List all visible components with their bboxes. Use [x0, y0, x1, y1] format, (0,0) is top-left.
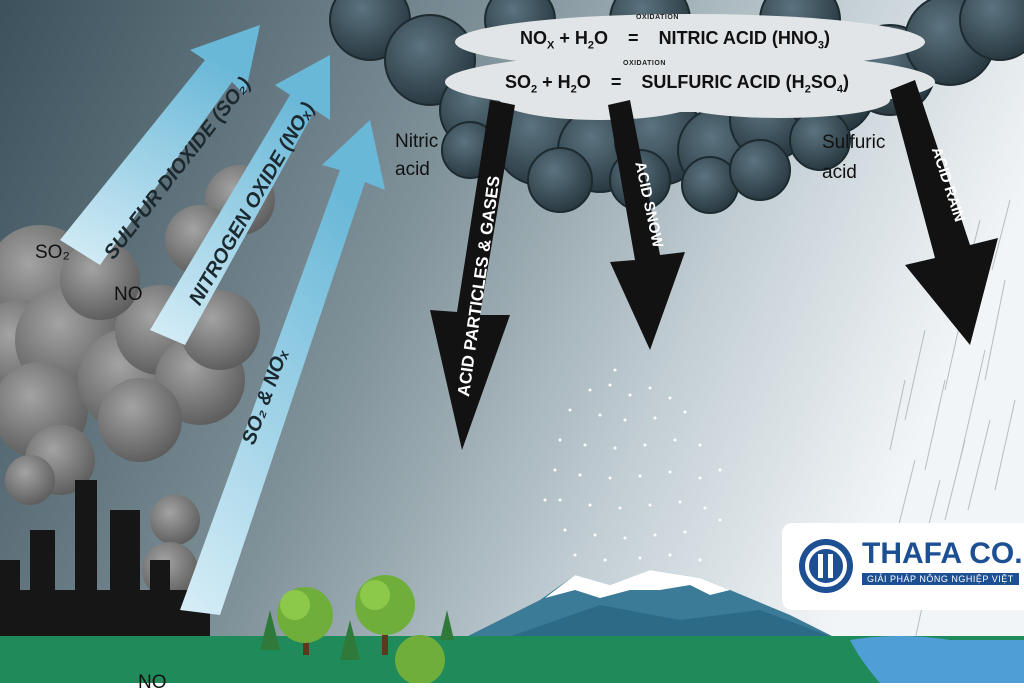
logo-tagline: GIẢI PHÁP NÔNG NGHIỆP VIỆT [862, 573, 1019, 585]
acid-snow-arrow [608, 100, 685, 350]
acid-rain-arrow [890, 80, 998, 345]
so2-nox-arrow [180, 120, 385, 615]
so2-label: SO₂ [35, 242, 70, 263]
acid-particles-arrow [430, 100, 515, 450]
oxidation-label-2: OXIDATION [623, 60, 666, 67]
sulfur-dioxide-arrow [60, 25, 260, 265]
logo-name: THAFA CO. [862, 537, 1023, 570]
nitric-equation: NOX + H2O = NITRIC ACID (HNO3) [520, 28, 831, 52]
nitrogen-oxide-arrow [150, 55, 330, 345]
mountain-shadow [500, 605, 840, 640]
trees [260, 575, 454, 683]
factory [0, 480, 210, 640]
equation-cloud [445, 14, 935, 120]
sulfuric-equation: SO2 + H2O = SULFURIC ACID (H2SO4) [505, 72, 849, 96]
lake [850, 636, 1024, 683]
snow-caps [545, 570, 730, 598]
no-label: NO [114, 284, 143, 305]
thafa-logo: THAFA CO. GIẢI PHÁP NÔNG NGHIỆP VIỆT [782, 523, 1024, 610]
snow-particles [543, 368, 722, 562]
no-bottom-label: NO [138, 672, 167, 693]
oxidation-label-1: OXIDATION [636, 14, 679, 21]
logo-emblem-icon [799, 539, 853, 593]
